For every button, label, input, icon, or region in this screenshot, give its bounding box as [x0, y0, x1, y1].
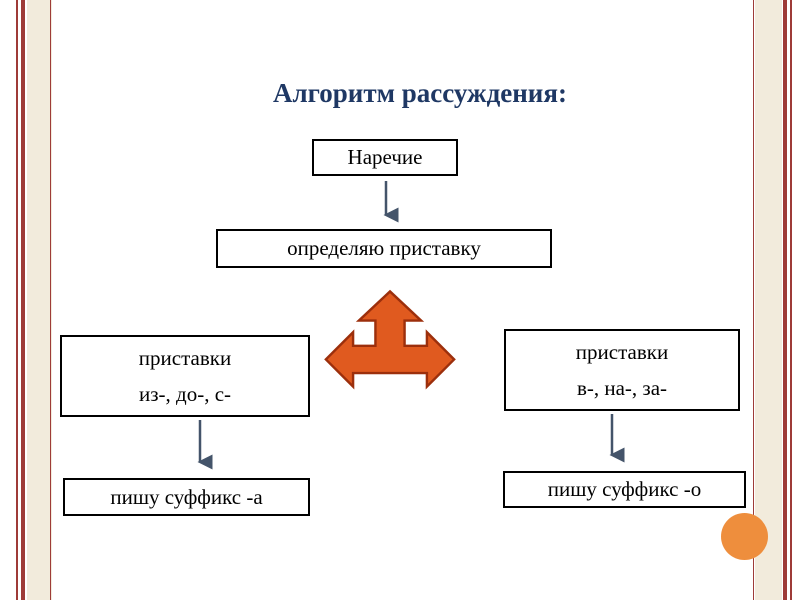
left-branch-line1: приставки [138, 345, 232, 370]
node-start: Наречие [312, 139, 458, 176]
node-left-result: пишу суффикс -а [63, 478, 310, 516]
node-step: определяю приставку [216, 229, 552, 268]
orange-accent-circle [721, 513, 768, 560]
right-stripe-inner [783, 0, 787, 600]
left-band-edge-line [50, 0, 51, 600]
node-start-label: Наречие [347, 145, 423, 170]
right-stripe-outer [790, 0, 792, 600]
left-result-label: пишу суффикс -а [110, 484, 263, 509]
right-cream-band [755, 0, 782, 600]
left-branch-line2: из-, до-, с- [138, 382, 232, 406]
node-right-branch: приставки в-, на-, за- [504, 329, 740, 411]
right-branch-line1: приставки [575, 339, 669, 364]
left-cream-band [27, 0, 52, 600]
right-branch-line2: в-, на-, за- [576, 376, 668, 400]
slide-title: Алгоритм рассуждения: [273, 78, 567, 108]
left-stripe-inner [21, 0, 25, 600]
node-left-branch: приставки из-, до-, с- [60, 335, 310, 417]
right-band-edge-line [753, 0, 754, 600]
left-stripe-outer [16, 0, 18, 600]
node-right-result: пишу суффикс -о [503, 471, 746, 508]
node-step-label: определяю приставку [287, 236, 481, 261]
right-result-label: пишу суффикс -о [547, 477, 702, 502]
three-way-arrow-icon [324, 289, 456, 390]
